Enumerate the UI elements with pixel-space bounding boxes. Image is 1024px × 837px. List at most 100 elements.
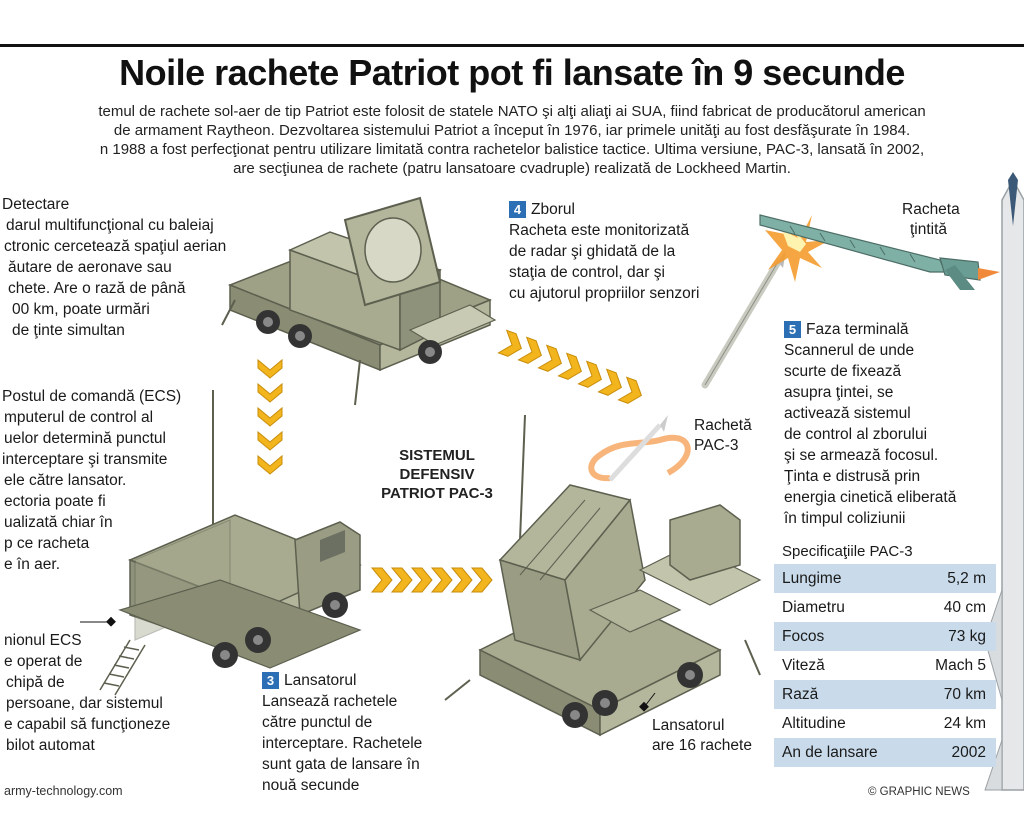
spec-key: Rază [782,686,819,703]
step-terminal-line: scurte de fixează [784,363,902,380]
step-terminal-line: şi se armează focosul. [784,447,939,464]
ecs-truck-caption: nionul ECS e operat de chipă de persoane… [0,630,240,756]
ecs-truck-line: bilot automat [6,737,95,754]
step-command-line: ualizată chiar în [4,514,113,531]
spec-key: Altitudine [782,715,846,732]
spec-value: 24 km [943,715,986,732]
step-command-line: ectoria poate fi [4,493,106,510]
ecs-truck-line: e capabil să funcţioneze [4,716,171,733]
step-terminal-line: activează sistemul [784,405,911,422]
step-terminal-line: Scannerul de unde [784,342,915,359]
step-command-title: Postul de comandă (ECS) [2,388,182,405]
step-launcher: 3 Lansatorul Lansează rachetele către pu… [262,670,462,796]
spec-row: An de lansare 2002 [774,738,996,767]
spec-row: Diametru 40 cm [774,593,996,622]
system-label-line: PATRIOT PAC-3 [381,485,493,502]
pac3-label-line: PAC-3 [694,437,739,454]
step-command-line: ele către lansator. [4,472,127,489]
ecs-truck [80,390,362,696]
spec-value: Mach 5 [935,657,986,674]
ecs-truck-line: chipă de [6,674,65,691]
spec-value: 70 km [943,686,986,703]
system-label: SISTEMUL DEFENSIV PATRIOT PAC-3 [352,446,522,503]
step-detection-line: ctronic cercetează spaţiul aerian [4,238,227,255]
step-command: Postul de comandă (ECS) mputerul de cont… [0,386,230,575]
ecs-truck-line: persoane, dar sistemul [6,695,163,712]
ecs-truck-line: e operat de [4,653,83,670]
step-terminal-line: în timpul coliziunii [784,510,906,527]
step-command-line: e în aer. [4,556,61,573]
step-number-badge: 5 [784,321,801,338]
source-note: army-technology.com [4,784,123,798]
ecs-truck-line: nionul ECS [4,632,82,649]
spec-key: Diametru [782,599,845,616]
step-flight-line: de radar şi ghidată de la [509,243,676,260]
spec-value: 2002 [951,744,986,761]
credit-note: © GRAPHIC NEWS [868,786,970,798]
step-terminal-line: de control al zborului [784,426,928,443]
arrow-radar-to-flight [497,329,647,408]
top-rule [0,44,1024,47]
step-flight-title: Zborul [531,201,575,218]
step-flight-line: cu ajutorul propriilor senzori [509,285,700,302]
step-launcher-line: interceptare. Rachetele [262,735,423,752]
system-label-line: DEFENSIV [399,466,475,483]
launcher-count-line: Lansatorul [652,717,725,734]
step-launcher-title: Lansatorul [284,672,357,689]
specs-table: Specificaţiile PAC-3 Lungime 5,2 m Diame… [774,540,996,767]
arrow-ecs-to-launcher [371,567,493,593]
step-number-badge: 4 [509,201,526,218]
step-detection-line: 00 km, poate urmări [12,301,150,318]
pac3-label: Rachetă PAC-3 [694,416,752,456]
intro-line: n 1988 a fost perfecţionat pentru utiliz… [99,141,925,158]
step-command-line: mputerul de control al [4,409,154,426]
radar-truck [221,196,497,406]
spec-value: 73 kg [948,628,986,645]
step-launcher-line: către punctul de [262,714,373,731]
spec-row: Rază 70 km [774,680,996,709]
step-terminal-line: Ţinta e distrusă prin [784,468,921,485]
intro-line: de armament Raytheon. Dezvoltarea sistem… [113,122,911,139]
step-detection: Detectare darul multifuncţional cu balei… [0,194,280,341]
step-detection-line: ăutare de aeronave sau [8,259,172,276]
step-launcher-head: 3 Lansatorul [262,670,462,691]
system-label-line: SISTEMUL [399,447,475,464]
intro-text: temul de rachete sol-aer de tip Patriot … [0,102,1024,178]
step-terminal-line: asupra ţintei, se [784,384,894,401]
step-command-line: p ce racheta [4,535,90,552]
intercept-scene [701,214,1000,389]
arrow-radar-to-ecs [257,359,283,475]
spec-value: 40 cm [943,599,986,616]
step-launcher-line: sunt gata de lansare în [262,756,420,773]
spec-value: 5,2 m [947,570,986,587]
launcher-count-line: are 16 rachete [652,737,752,754]
intro-line: are secţiunea de rachete (patru lansatoa… [233,160,791,177]
spec-row: Focos 73 kg [774,622,996,651]
specs-title: Specificaţiile PAC-3 [782,543,913,560]
step-detection-line: chete. Are o rază de până [8,280,186,297]
spec-key: An de lansare [782,744,878,761]
step-detection-line: de ţinte simultan [12,322,125,339]
spec-key: Focos [782,628,825,645]
step-launcher-line: Lansează rachetele [262,693,398,710]
step-flight-line: Racheta este monitorizată [509,222,690,239]
spec-row: Viteză Mach 5 [774,651,996,680]
target-label-line: ţintită [910,221,948,238]
launcher-vehicle [444,414,762,737]
step-terminal: 5 Faza terminală Scannerul de unde scurt… [784,319,1006,529]
step-terminal-head: 5 Faza terminală [784,319,1006,340]
step-detection-title: Detectare [2,196,70,213]
spec-key: Lungime [782,570,842,587]
spec-row: Lungime 5,2 m [774,564,996,593]
step-terminal-title: Faza terminală [806,321,909,338]
step-command-line: interceptare şi transmite [2,451,168,468]
step-command-line: uelor determină punctul [4,430,166,447]
target-missile-label: Racheta ţintită [902,200,960,240]
step-launcher-line: nouă secunde [262,777,360,794]
step-terminal-line: energia cinetică eliberată [784,489,957,506]
step-detection-line: darul multifuncţional cu baleiaj [6,217,214,234]
step-flight-line: staţia de control, dar şi [509,264,665,281]
pac3-label-line: Rachetă [694,417,752,434]
launcher-count-label: Lansatorul are 16 rachete [652,716,752,756]
